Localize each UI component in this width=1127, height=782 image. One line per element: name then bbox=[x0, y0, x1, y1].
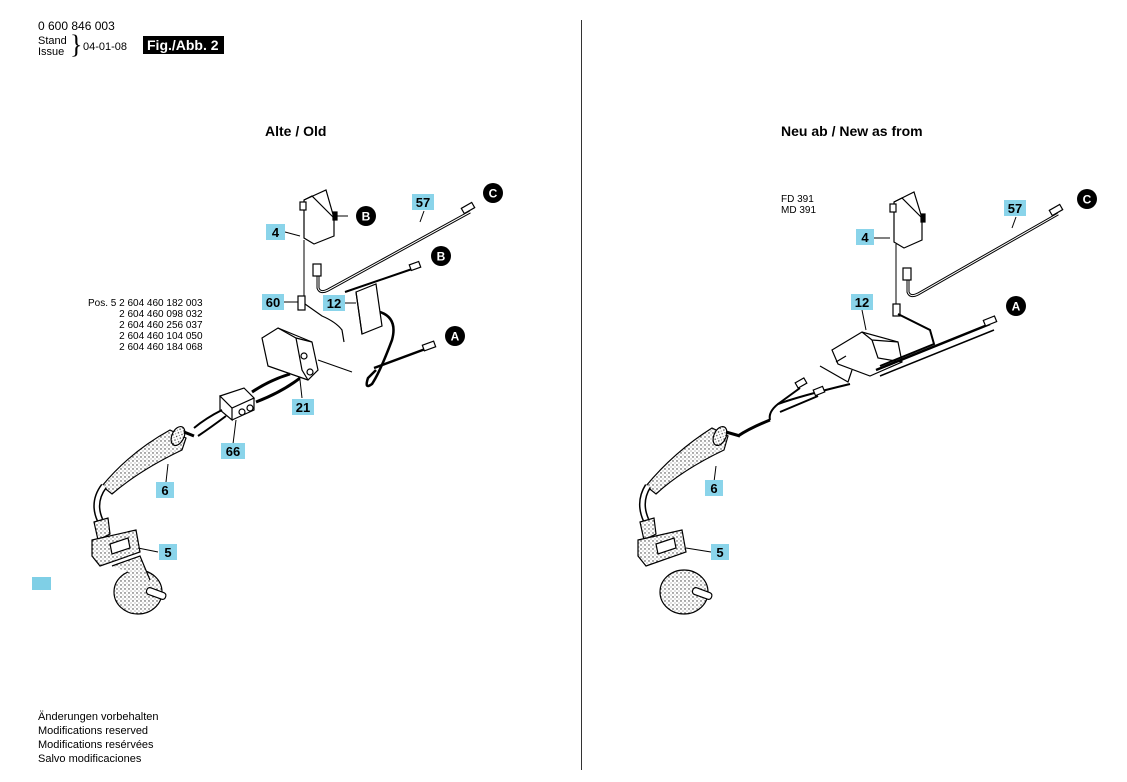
brace-glyph: } bbox=[70, 30, 83, 59]
issue-date: 04-01-08 bbox=[83, 41, 128, 53]
label-57: 57 bbox=[412, 194, 434, 210]
svg-text:B: B bbox=[362, 210, 371, 224]
capacitor-block bbox=[819, 331, 903, 383]
svg-text:A: A bbox=[1012, 300, 1021, 314]
cable-sleeve bbox=[645, 425, 741, 495]
footer-line: Modifications reserved bbox=[38, 725, 149, 737]
pos-line: 2 604 460 098 032 bbox=[119, 309, 203, 320]
svg-text:A: A bbox=[451, 330, 460, 344]
label-4: 4 bbox=[266, 224, 285, 240]
model-line: MD 391 bbox=[781, 205, 817, 216]
switch-box bbox=[261, 327, 319, 381]
marker-a: A bbox=[1006, 296, 1026, 316]
label-5: 5 bbox=[159, 544, 177, 560]
label-57: 57 bbox=[1004, 200, 1026, 216]
pos-line: 2 604 460 104 050 bbox=[119, 331, 203, 342]
svg-text:6: 6 bbox=[710, 481, 717, 496]
footer-line: Änderungen vorbehalten bbox=[38, 711, 159, 723]
svg-text:5: 5 bbox=[716, 545, 723, 560]
left-diagram bbox=[91, 189, 476, 615]
model-line: FD 391 bbox=[781, 194, 814, 205]
svg-text:C: C bbox=[489, 187, 498, 201]
marker-b: B bbox=[356, 206, 376, 226]
label-6: 6 bbox=[705, 480, 723, 496]
figure-label: Fig./Abb. 2 bbox=[143, 36, 224, 54]
label-21: 21 bbox=[292, 399, 314, 415]
svg-text:60: 60 bbox=[266, 295, 280, 310]
marker-a: A bbox=[445, 326, 465, 346]
page-divider bbox=[581, 20, 582, 770]
svg-text:57: 57 bbox=[416, 195, 430, 210]
pos-part-list: Pos. 5 2 604 460 182 003 2 604 460 098 0… bbox=[88, 298, 203, 353]
pos-line: Pos. 5 2 604 460 182 003 bbox=[88, 298, 203, 309]
plug bbox=[637, 517, 713, 615]
svg-text:6: 6 bbox=[161, 483, 168, 498]
cable-sleeve bbox=[101, 425, 195, 495]
stand-label: Stand bbox=[38, 35, 67, 47]
footer-line: Modifications resérvées bbox=[38, 739, 154, 751]
label-66: 66 bbox=[221, 443, 245, 459]
svg-text:5: 5 bbox=[164, 545, 171, 560]
label-6: 6 bbox=[156, 482, 174, 498]
plug bbox=[91, 517, 167, 615]
label-5: 5 bbox=[711, 544, 729, 560]
pos-line: 2 604 460 256 037 bbox=[119, 320, 203, 331]
marker-c: C bbox=[1077, 189, 1097, 209]
issue-label: Issue bbox=[38, 46, 65, 58]
label-12: 12 bbox=[851, 294, 873, 310]
footer-line: Salvo modificaciones bbox=[38, 753, 142, 765]
svg-text:C: C bbox=[1083, 193, 1092, 207]
model-list: FD 391 MD 391 bbox=[781, 194, 816, 216]
label-60: 60 bbox=[262, 294, 284, 310]
marker-b: B bbox=[431, 246, 451, 266]
footer-notice: Änderungen vorbehalten Modifications res… bbox=[38, 710, 158, 766]
svg-text:12: 12 bbox=[327, 296, 341, 311]
stand-issue-label: Stand Issue bbox=[38, 36, 67, 58]
pos-line: 2 604 460 184 068 bbox=[119, 342, 203, 353]
label-12: 12 bbox=[323, 295, 345, 311]
marker-c: C bbox=[483, 183, 503, 203]
svg-text:66: 66 bbox=[226, 444, 240, 459]
svg-text:4: 4 bbox=[861, 230, 869, 245]
micro-switch bbox=[889, 191, 926, 249]
svg-text:12: 12 bbox=[855, 295, 869, 310]
cable-connector bbox=[218, 387, 256, 422]
right-section-title: Neu ab / New as from bbox=[781, 123, 923, 139]
accent-square bbox=[32, 577, 51, 590]
right-diagram bbox=[637, 191, 1064, 615]
svg-text:B: B bbox=[437, 250, 446, 264]
left-section-title: Alte / Old bbox=[265, 123, 327, 139]
label-4: 4 bbox=[856, 229, 874, 245]
part-number: 0 600 846 003 bbox=[38, 19, 115, 33]
svg-text:21: 21 bbox=[296, 400, 310, 415]
micro-switch bbox=[299, 189, 338, 245]
svg-text:57: 57 bbox=[1008, 201, 1022, 216]
svg-text:4: 4 bbox=[272, 225, 280, 240]
